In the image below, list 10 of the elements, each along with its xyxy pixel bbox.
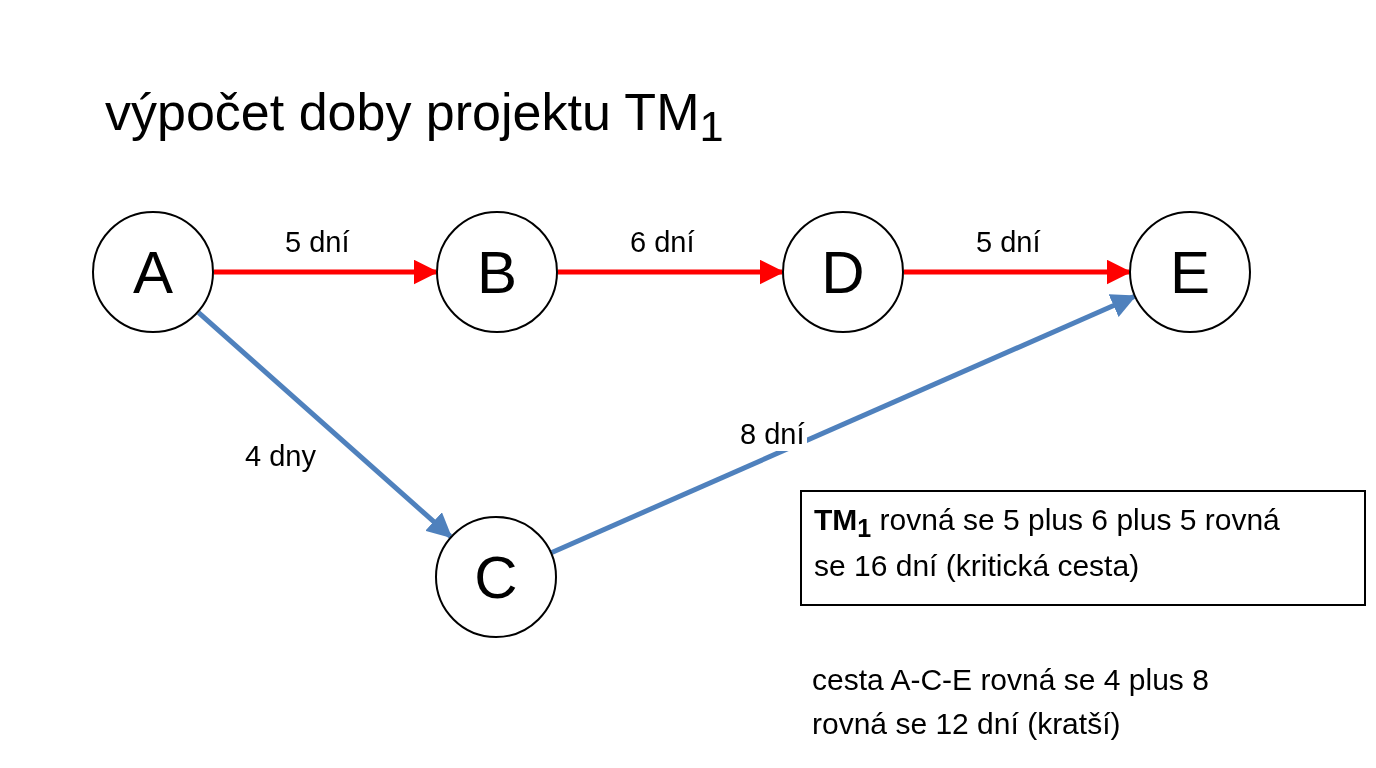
- title: výpočet doby projektu TM$_{1}$: [105, 82, 724, 152]
- event-circle: B: [436, 211, 558, 333]
- arrow: [550, 294, 1137, 555]
- event-circle: D: [782, 211, 904, 333]
- event-circle: A: [92, 211, 214, 333]
- note-text: cesta A-C-E rovná se 4 plus 8 rovná se 12 dní (kratší): [812, 662, 1210, 742]
- event-circle: E: [1129, 211, 1251, 333]
- arrow: [196, 310, 453, 539]
- note-box: TM$_{1}$ rovná se 5 plus 6 plus 5 rovná se 16 dní (kritická cesta): [800, 490, 1366, 606]
- event-circle: C: [435, 516, 557, 638]
